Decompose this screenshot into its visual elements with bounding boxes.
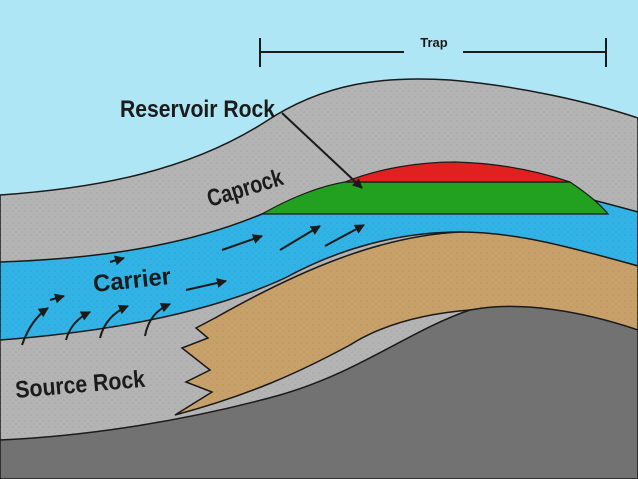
migration-arrow (221, 234, 263, 251)
reservoir-oil (344, 161, 571, 183)
reservoir-leader-line (281, 112, 363, 189)
expulsion-arrow (144, 302, 171, 337)
migration-arrow (49, 293, 65, 304)
migration-arrow (324, 224, 365, 247)
migration-arrow (109, 255, 125, 266)
migration-arrows (49, 224, 365, 304)
expulsion-arrows (21, 302, 171, 346)
reservoir-rock-label: Reservoir Rock (120, 96, 276, 123)
expulsion-arrow (21, 307, 49, 346)
trap-label: Trap (420, 35, 448, 50)
migration-arrow (279, 225, 321, 251)
basement-layer (0, 305, 638, 479)
migration-arrow (185, 278, 227, 291)
trap-extent-bar (259, 38, 607, 67)
expulsion-arrow (99, 304, 129, 339)
expulsion-arrow (65, 311, 91, 341)
